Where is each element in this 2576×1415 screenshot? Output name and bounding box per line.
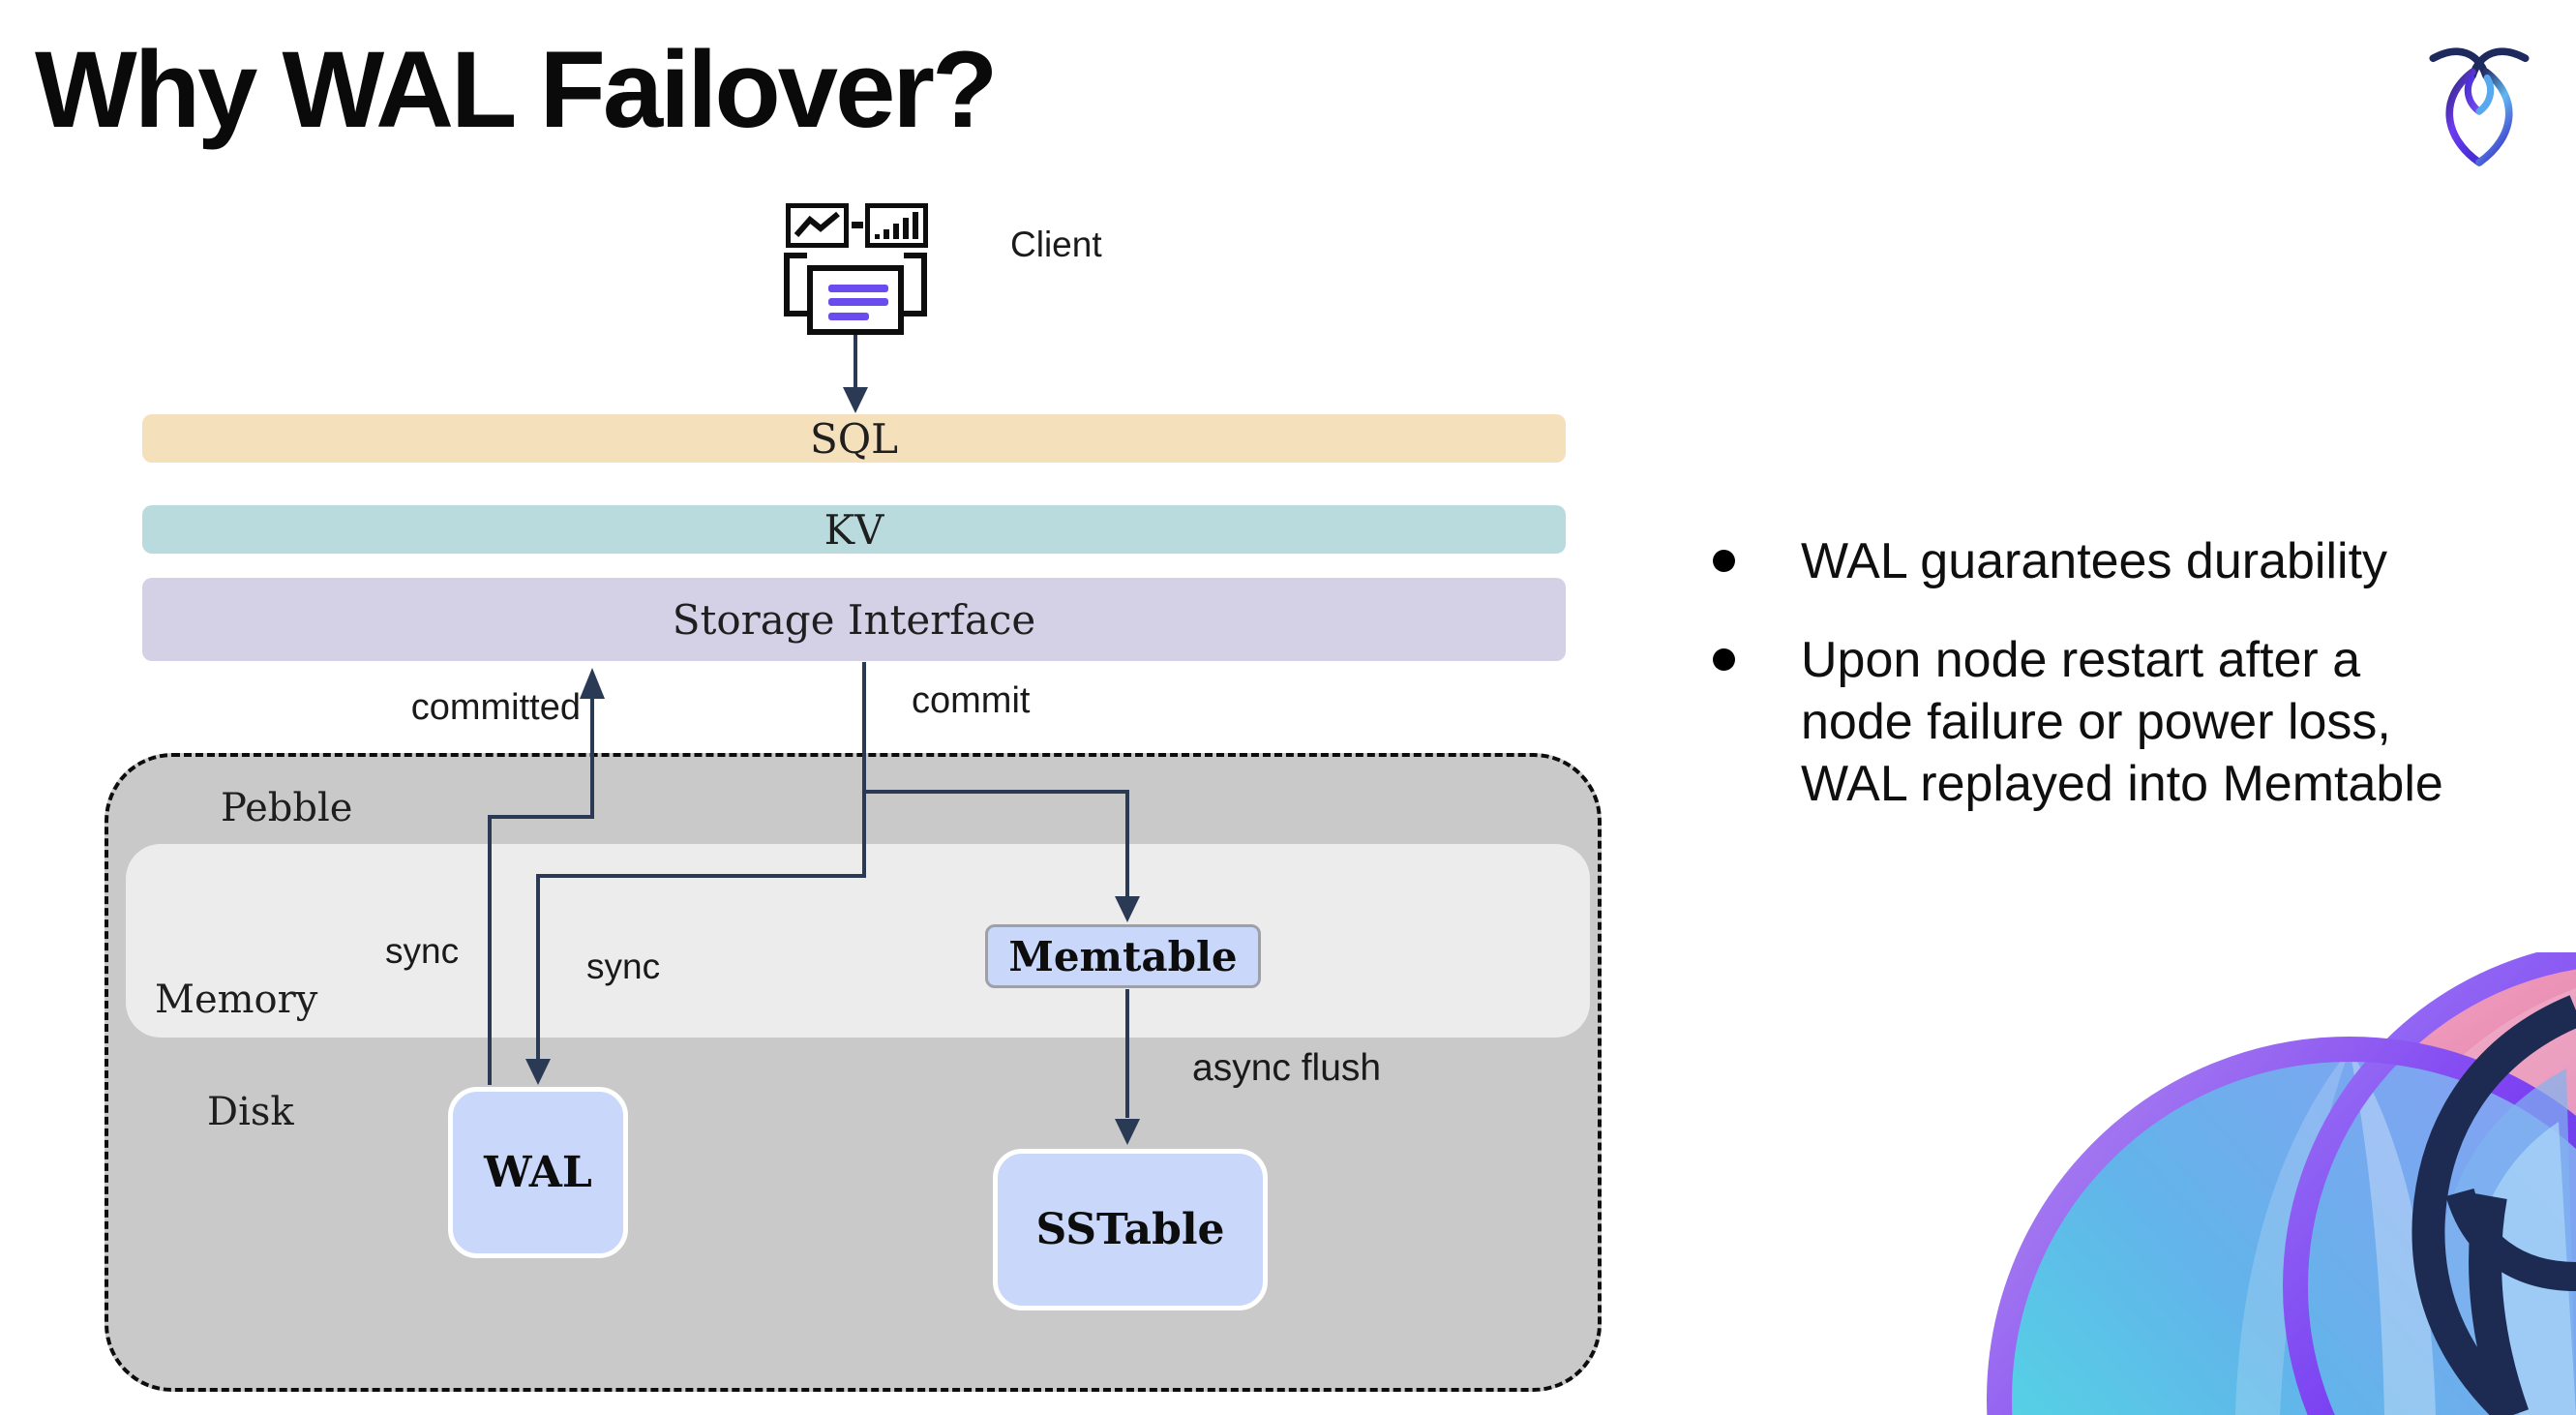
logo-right-antenna [2469,47,2530,80]
blue-ring [1987,1037,2576,1415]
dark-stem-curve [2469,1193,2530,1415]
sql-layer-bar: SQL [142,414,1566,463]
arrowhead-up-icon [580,668,605,699]
client-label: Client [1010,225,1102,264]
memory-label: Memory [155,978,318,1022]
sync-right-edge-label: sync [586,947,661,986]
logo-branch-right [2475,75,2495,115]
bullet-dot-icon [1713,648,1735,671]
pink-ring [2283,952,2576,1415]
pebble-label: Pebble [221,786,353,830]
sstable-label: SSTable [1035,1205,1225,1254]
bracket-frame-icon [784,253,927,316]
bullet-dot-icon [1713,550,1735,572]
dash-icon [852,222,863,228]
bullet-list: WAL guarantees durability Upon node rest… [1711,530,2485,852]
line-chart-icon [786,203,849,248]
list-item: WAL guarantees durability [1711,530,2485,592]
client-terminal-icon [780,198,928,336]
logo-body-left [2445,68,2483,166]
async-flush-edge-label: async flush [1192,1047,1382,1089]
dark-body-curve [2411,995,2576,1415]
blue-streak [2350,1049,2436,1415]
bullet-text: Upon node restart after a node failure o… [1801,632,2443,812]
memory-band [126,844,1590,1038]
sql-layer-label: SQL [809,414,899,463]
logo-body-right [2475,68,2513,166]
bar-chart-icon [865,203,928,248]
memtable-label: Memtable [1008,932,1238,980]
logo-branch-left [2464,75,2483,115]
list-item: Upon node restart after a node failure o… [1711,629,2485,815]
disk-label: Disk [207,1090,294,1134]
page-title: Why WAL Failover? [35,29,998,150]
storage-interface-label: Storage Interface [672,595,1036,644]
wal-node: WAL [448,1087,628,1258]
memtable-node: Memtable [985,924,1261,988]
wal-label: WAL [484,1148,592,1197]
storage-interface-layer-bar: Storage Interface [142,578,1566,661]
kv-layer-label: KV [824,505,884,554]
sync-left-edge-label: sync [385,931,460,971]
arrowhead-down-icon [843,387,868,413]
bullet-text: WAL guarantees durability [1801,533,2388,589]
committed-edge-label: committed [410,687,581,728]
cockroachdb-logo-icon [2429,47,2530,166]
commit-edge-label: commit [912,680,1031,721]
kv-layer-bar: KV [142,505,1566,554]
document-icon [807,265,904,335]
sstable-node: SSTable [993,1149,1268,1310]
cockroachdb-corner-art [1987,952,2576,1415]
